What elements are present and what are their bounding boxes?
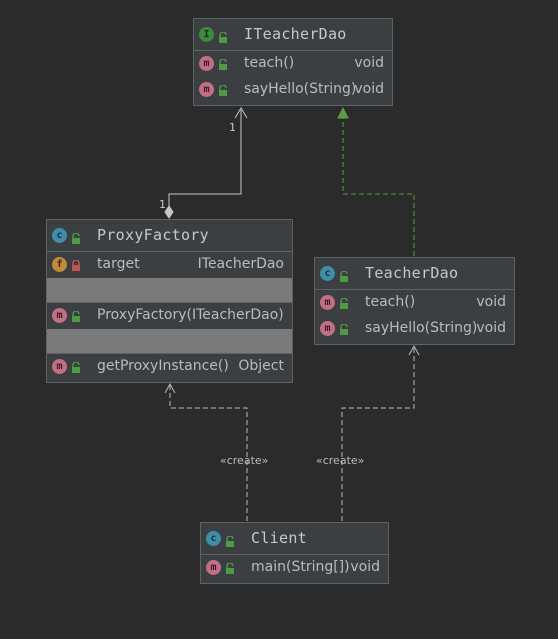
private-lock-icon: [71, 259, 81, 275]
client-header: c Client: [201, 523, 388, 555]
runnable-class-icon: c: [206, 531, 221, 546]
public-lock-icon: [218, 28, 228, 47]
proxyfactory-header: c ProxyFactory: [47, 220, 292, 252]
method-return-type: void: [354, 55, 384, 71]
proxyfactory-title: ProxyFactory: [97, 226, 209, 244]
teacherdao-method-row[interactable]: m sayHello(String) void: [315, 316, 514, 342]
iteacherdao-header: I ITeacherDao: [194, 19, 392, 51]
abstract-method-icon: m: [199, 56, 214, 71]
method-return-type: void: [476, 294, 506, 310]
constructor-name: ProxyFactory(ITeacherDao): [97, 307, 284, 323]
iteacherdao-method-row[interactable]: m sayHello(String) void: [194, 77, 392, 103]
multiplicity-source-label: 1: [159, 198, 166, 211]
create-proxyfactory-edge: [164, 382, 248, 521]
public-lock-icon: [339, 297, 349, 313]
public-lock-icon: [339, 267, 349, 286]
teacherdao-node[interactable]: c TeacherDao m teach() void m sayHello(S…: [314, 257, 515, 345]
public-lock-icon: [71, 361, 81, 377]
method-name: getProxyInstance(): [97, 358, 229, 374]
method-icon: m: [52, 359, 67, 374]
iteacherdao-method-row[interactable]: m teach() void: [194, 51, 392, 77]
method-return-type: void: [476, 320, 506, 336]
compartment-divider: [47, 302, 292, 303]
create-proxyfactory-arrowhead: [164, 382, 176, 394]
create-teacherdao-edge: [341, 344, 420, 521]
field-type: ITeacherDao: [197, 256, 284, 272]
empty-compartment: [47, 329, 292, 353]
teacherdao-method-row[interactable]: m teach() void: [315, 290, 514, 316]
public-lock-icon: [339, 323, 349, 339]
class-icon: c: [52, 228, 67, 243]
realization-edge: [337, 106, 415, 256]
proxyfactory-method-row[interactable]: m getProxyInstance() Object: [47, 354, 292, 380]
public-lock-icon: [218, 84, 228, 100]
empty-compartment: [47, 278, 292, 302]
create-teacherdao-line: [341, 347, 415, 521]
proxyfactory-field-row[interactable]: f target ITeacherDao: [47, 252, 292, 278]
public-lock-icon: [225, 562, 235, 578]
field-icon: f: [52, 257, 67, 272]
method-return-type: void: [350, 559, 380, 575]
static-method-icon: m: [206, 560, 221, 575]
iteacherdao-node[interactable]: I ITeacherDao m teach() void m sayHello(…: [193, 18, 393, 106]
method-name: teach(): [365, 294, 416, 310]
proxyfactory-node[interactable]: c ProxyFactory f target ITeacherDao m Pr…: [46, 219, 293, 383]
method-name: teach(): [244, 55, 295, 71]
method-icon: m: [52, 308, 67, 323]
method-icon: m: [320, 295, 335, 310]
create-label-teacherdao: «create»: [316, 454, 365, 467]
method-name: sayHello(String): [244, 81, 357, 97]
aggregation-line: [168, 110, 242, 207]
public-lock-icon: [71, 310, 81, 326]
create-teacherdao-arrowhead: [408, 344, 420, 356]
client-method-row[interactable]: m main(String[]) void: [201, 555, 388, 581]
proxyfactory-constructor-row[interactable]: m ProxyFactory(ITeacherDao): [47, 303, 292, 329]
method-name: sayHello(String): [365, 320, 478, 336]
client-title: Client: [251, 529, 307, 547]
compartment-divider: [47, 353, 292, 354]
class-icon: c: [320, 266, 335, 281]
aggregation-arrowhead: [234, 107, 248, 119]
teacherdao-header: c TeacherDao: [315, 258, 514, 290]
client-node[interactable]: c Client m main(String[]) void: [200, 522, 389, 584]
method-icon: m: [320, 321, 335, 336]
abstract-method-icon: m: [199, 82, 214, 97]
aggregation-edge: [164, 107, 248, 219]
interface-icon: I: [199, 27, 214, 42]
create-label-proxyfactory: «create»: [220, 454, 269, 467]
create-proxyfactory-line: [169, 385, 248, 521]
aggregation-diamond: [164, 205, 174, 219]
method-return-type: Object: [238, 358, 284, 374]
method-name: main(String[]): [251, 559, 350, 575]
public-lock-icon: [71, 229, 81, 248]
method-return-type: void: [354, 81, 384, 97]
public-lock-icon: [225, 532, 235, 551]
field-name: target: [97, 256, 140, 272]
realization-line: [342, 118, 415, 256]
multiplicity-target-label: 1: [229, 121, 236, 134]
iteacherdao-title: ITeacherDao: [244, 25, 347, 43]
realization-arrowhead: [337, 106, 349, 119]
teacherdao-title: TeacherDao: [365, 264, 459, 282]
public-lock-icon: [218, 58, 228, 74]
